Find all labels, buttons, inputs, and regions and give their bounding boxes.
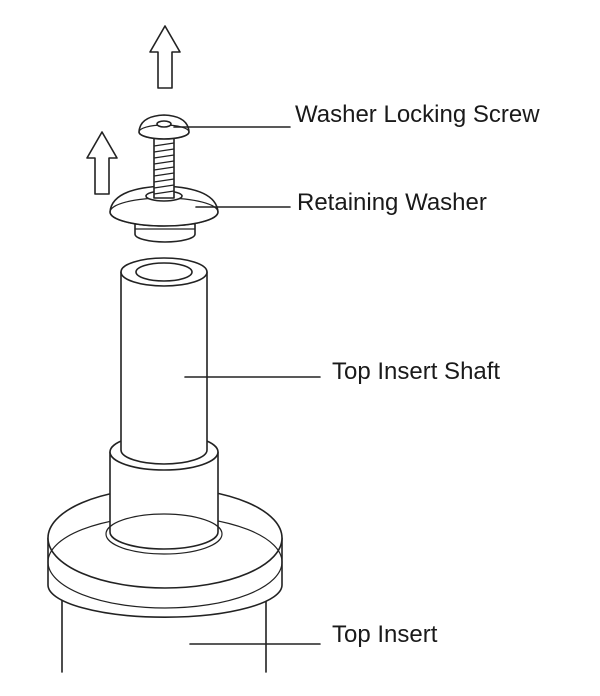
label-top-insert: Top Insert [332, 621, 438, 648]
label-washer-locking-screw: Washer Locking Screw [295, 101, 540, 128]
label-top-insert-shaft: Top Insert Shaft [332, 358, 501, 385]
washer-locking-screw [138, 114, 190, 199]
label-retaining-washer: Retaining Washer [297, 189, 487, 216]
arrow-up-icon [86, 131, 118, 195]
top-insert-shaft [105, 257, 223, 555]
arrow-up-icon [149, 25, 181, 89]
